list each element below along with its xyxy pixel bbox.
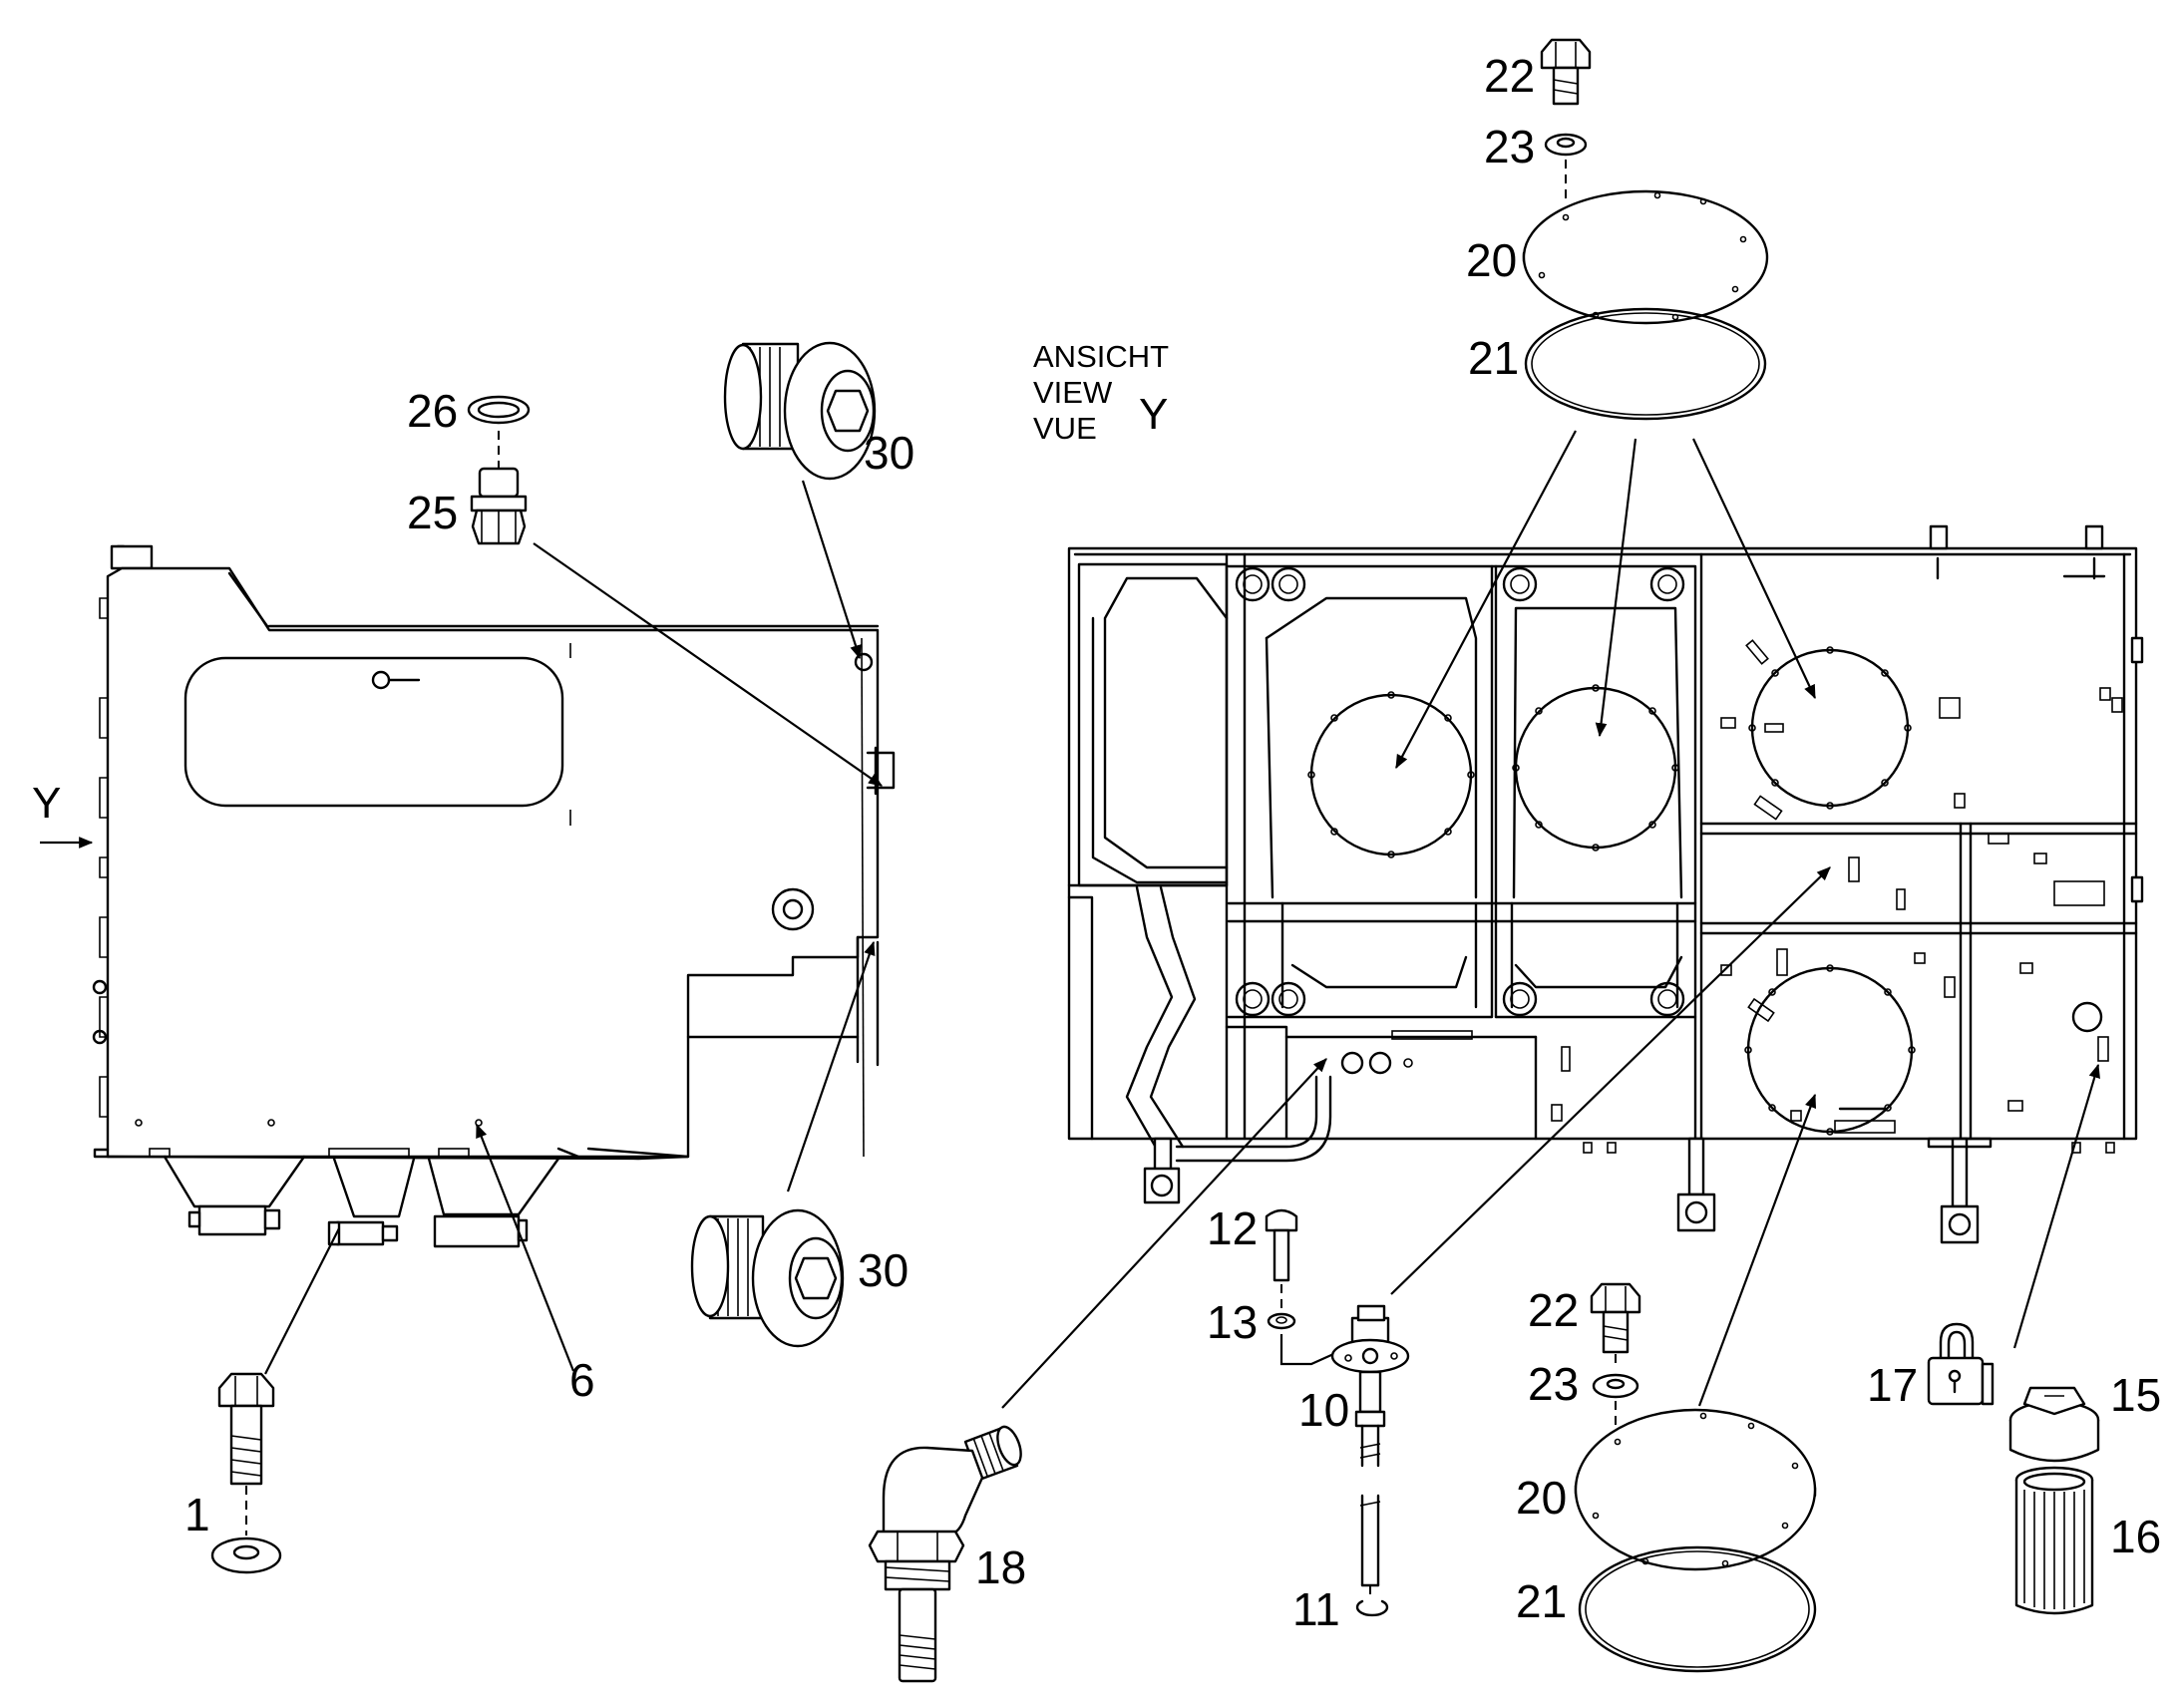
- part-22-bolt-bottom: [1590, 1282, 1641, 1354]
- callout-20-bottom: 20: [1516, 1472, 1567, 1524]
- callout-13: 13: [1207, 1296, 1258, 1348]
- callout-16: 16: [2110, 1511, 2161, 1562]
- callout-15: 15: [2110, 1369, 2161, 1421]
- inspection-window: [183, 656, 564, 808]
- part-23-washer-bottom: [1592, 1373, 1639, 1399]
- callout-12: 12: [1207, 1202, 1258, 1254]
- callout-30-top: 30: [864, 427, 914, 479]
- view-label-letter: Y: [1139, 390, 1168, 439]
- part-30-plug-bottom: [690, 1208, 845, 1348]
- callout-23-bottom: 23: [1528, 1358, 1579, 1410]
- view-y-indicator: Y: [32, 779, 94, 849]
- part-1-washer: [210, 1537, 282, 1574]
- part-25-plug: [470, 467, 528, 545]
- callout-25: 25: [407, 487, 458, 538]
- callout-21-bottom: 21: [1516, 1575, 1567, 1627]
- part-10-level-sensor: [1330, 1304, 1410, 1587]
- view-marker-letter: Y: [32, 779, 61, 828]
- view-label-ansicht: ANSICHT: [1033, 339, 1169, 374]
- part-18-elbow-fitting: [868, 1425, 1022, 1683]
- part-26-seal-ring: [467, 395, 531, 425]
- callout-18: 18: [975, 1541, 1026, 1593]
- tank-top-view: [1067, 524, 2144, 1244]
- part-12-screw: [1265, 1208, 1298, 1282]
- callout-20-top: 20: [1466, 234, 1517, 286]
- part-23-washer-top: [1544, 133, 1588, 157]
- callout-17: 17: [1867, 1359, 1918, 1411]
- part-15-breather-cap: [2008, 1386, 2100, 1463]
- part-1-bolt: [217, 1372, 275, 1486]
- part-16-filter-element: [2014, 1466, 2094, 1615]
- callout-1: 1: [184, 1489, 210, 1540]
- part-11-o-ring: [1355, 1599, 1389, 1617]
- callout-labels: 1 6 10 11 12 13 15 16 17 18 20 21 22 23 …: [184, 50, 2161, 1635]
- view-y-heading: ANSICHT VIEW VUE Y: [1033, 339, 1169, 446]
- view-label-vue: VUE: [1033, 411, 1097, 446]
- part-30-plug-top: [723, 341, 877, 481]
- callout-26: 26: [407, 385, 458, 437]
- callout-22-bottom: 22: [1528, 1284, 1579, 1336]
- callout-23-top: 23: [1484, 121, 1535, 172]
- part-17-padlock: [1927, 1322, 1995, 1406]
- callout-6: 6: [569, 1354, 595, 1406]
- part-21-gasket-top: [1524, 307, 1767, 421]
- callout-10: 10: [1298, 1384, 1349, 1436]
- view-label-view: VIEW: [1033, 375, 1113, 410]
- part-22-bolt-top: [1540, 38, 1592, 106]
- callout-21-top: 21: [1468, 332, 1519, 384]
- part-20-cover-top: [1522, 189, 1769, 325]
- callout-11: 11: [1292, 1583, 1340, 1635]
- tank-side-view: [92, 544, 896, 1248]
- callout-22-top: 22: [1484, 50, 1535, 102]
- part-21-gasket-bottom: [1578, 1545, 1817, 1673]
- part-20-cover-bottom: [1574, 1408, 1817, 1571]
- callout-30-bottom: 30: [858, 1244, 908, 1296]
- part-13-washer: [1267, 1312, 1296, 1330]
